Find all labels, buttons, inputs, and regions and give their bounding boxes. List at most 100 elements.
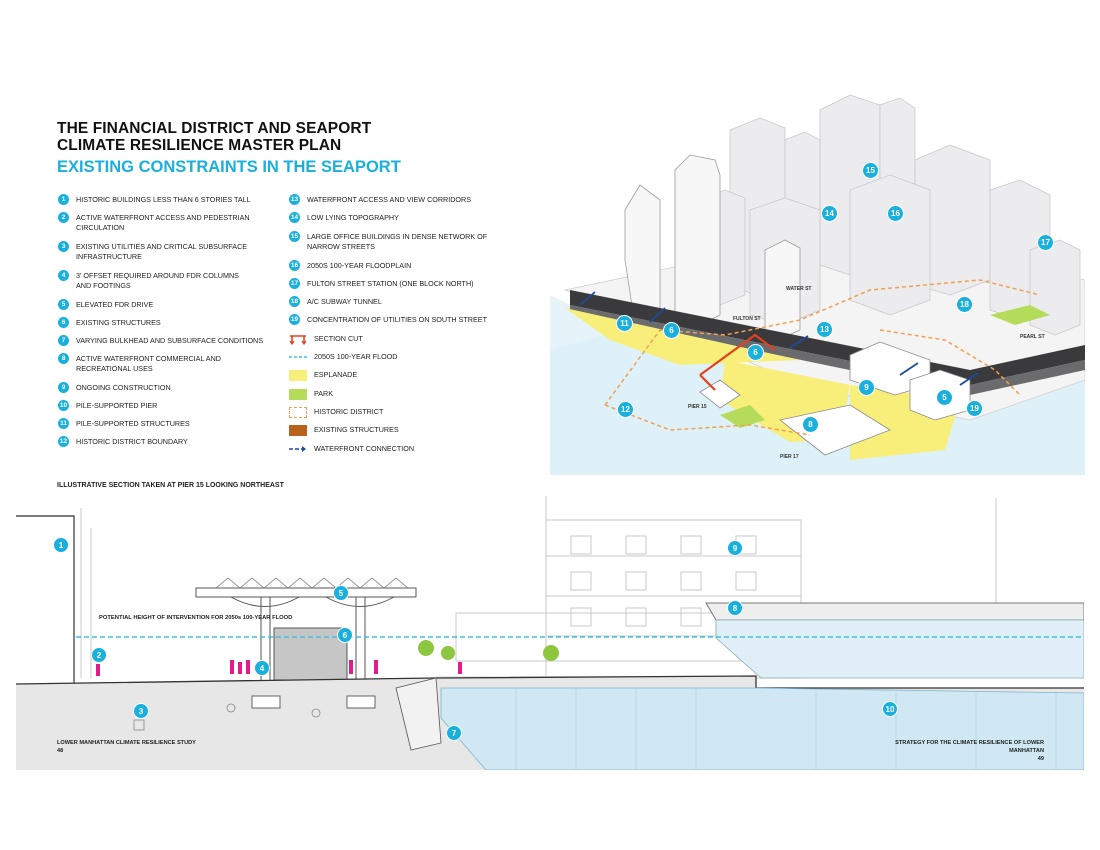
map-marker: 9 (858, 379, 875, 396)
section-marker: 10 (882, 701, 898, 717)
section-marker: 2 (91, 647, 107, 663)
footer-right: STRATEGY FOR THE CLIMATE RESILIENCE OF L… (870, 739, 1044, 763)
legend-section-cut: Section cut (289, 334, 499, 346)
section-marker: 8 (727, 600, 743, 616)
utility-box (133, 719, 145, 731)
title-line-1: THE FINANCIAL DISTRICT AND SEAPORT (57, 120, 372, 137)
legend-item: 19Concentration of utilities on South St… (289, 314, 487, 325)
legend-item: 15Large office buildings in dense networ… (289, 231, 488, 251)
section-marker: 7 (446, 725, 462, 741)
marker-icon: 6 (58, 317, 69, 328)
legend-esplanade: Esplanade (289, 370, 499, 381)
subtitle: EXISTING CONSTRAINTS IN THE SEAPORT (57, 158, 401, 176)
legend-item: 6Existing structures (58, 317, 268, 328)
legend-item: 9Ongoing construction (58, 382, 268, 393)
park (990, 305, 1050, 325)
swatch-icon (289, 425, 307, 436)
map-marker: 6 (747, 344, 764, 361)
map-marker: 6 (663, 322, 680, 339)
people (96, 660, 462, 676)
marker-icon: 7 (58, 335, 69, 346)
street-label: WATER ST (786, 286, 811, 292)
legend-item: 162050s 100-year floodplain (289, 260, 412, 271)
section-cut-icon (289, 334, 307, 346)
legend-item: 43' offset required around FDR columns a… (58, 270, 253, 291)
pier-17-building (705, 602, 1084, 679)
flood-label: POTENTIAL HEIGHT OF INTERVENTION FOR 205… (99, 615, 292, 621)
marker-icon: 13 (289, 194, 300, 205)
marker-icon: 11 (58, 418, 69, 429)
street-label: PEARL ST (1020, 334, 1045, 340)
street-label: PIER 15 (688, 404, 707, 410)
section-marker: 1 (53, 537, 69, 553)
title-line-2: CLIMATE RESILIENCE MASTER PLAN (57, 137, 342, 154)
legend-item: 12Historic district boundary (58, 436, 188, 447)
historic-boundary (604, 279, 1041, 406)
marker-icon: 8 (58, 353, 69, 364)
trees (418, 640, 559, 661)
marker-icon: 15 (289, 231, 300, 242)
legend-item: 10Pile-supported pier (58, 400, 158, 411)
marker-icon: 14 (289, 212, 300, 223)
map-marker: 15 (862, 162, 879, 179)
swatch-icon (289, 389, 307, 400)
legend-item: 2Active waterfront access and pedestrian… (58, 212, 253, 233)
legend-item: 17Fulton Street Station (one block north… (289, 278, 474, 289)
street-label: FULTON ST (733, 316, 761, 322)
legend-item: 11Pile-supported structures (58, 418, 268, 429)
illustrative-section: POTENTIAL HEIGHT OF INTERVENTION FOR 205… (16, 496, 1084, 770)
marker-icon: 4 (58, 270, 69, 281)
section-marker: 6 (337, 627, 353, 643)
map-marker: 19 (966, 400, 983, 417)
dashed-box-icon (289, 407, 307, 418)
bulkhead (395, 677, 442, 751)
marker-icon: 18 (289, 296, 300, 307)
legend-park: Park (289, 389, 499, 400)
footing (346, 695, 376, 709)
elevated-fdr (195, 577, 417, 688)
map-marker: 12 (617, 401, 634, 418)
marker-icon: 1 (58, 194, 69, 205)
marker-icon: 16 (289, 260, 300, 271)
street-label: PIER 17 (780, 454, 799, 460)
marker-icon: 2 (58, 212, 69, 223)
map-marker: 17 (1037, 234, 1054, 251)
map-marker: 14 (821, 205, 838, 222)
marker-icon: 19 (289, 314, 300, 325)
legend-item: 18A/C subway tunnel (289, 296, 382, 307)
pier-15 (699, 379, 741, 409)
map-marker: 18 (956, 296, 973, 313)
legend-item: 8Active waterfront commercial and recrea… (58, 353, 263, 374)
legend-item: 14Low lying topography (289, 212, 399, 223)
map-marker: 11 (616, 315, 633, 332)
map-marker: 5 (936, 389, 953, 406)
legend-item: 1Historic buildings less than 6 stories … (58, 194, 268, 205)
swatch-icon (289, 370, 307, 381)
section-marker: 4 (254, 660, 270, 676)
map-marker: 8 (802, 416, 819, 433)
marker-icon: 10 (58, 400, 69, 411)
legend-historic: Historic district (289, 407, 499, 418)
footer-left: LOWER MANHATTAN CLIMATE RESILIENCE STUDY… (57, 739, 196, 755)
map-marker: 13 (816, 321, 833, 338)
waterfront-connections (579, 291, 979, 386)
legend-waterfront: Waterfront connection (289, 444, 499, 455)
tall-towers (624, 154, 801, 339)
utility-pipe (226, 703, 236, 713)
legend-item: 7Varying bulkhead and subsurface conditi… (58, 335, 268, 346)
section-cut (699, 333, 776, 391)
marker-icon: 5 (58, 299, 69, 310)
dashed-line-icon (289, 352, 307, 363)
legend-item: 5Elevated FDR Drive (58, 299, 268, 310)
page-number-right: 49 (1037, 756, 1044, 762)
historic-building (16, 515, 75, 684)
section-marker: 5 (333, 585, 349, 601)
section-title: ILLUSTRATIVE SECTION TAKEN AT PIER 15 LO… (57, 482, 284, 489)
legend-flood-line: 2050s 100-year flood (289, 352, 499, 363)
section-marker: 9 (727, 540, 743, 556)
section-marker: 3 (133, 703, 149, 719)
footer-left-title: LOWER MANHATTAN CLIMATE RESILIENCE STUDY (57, 740, 196, 746)
water-under-pier (440, 687, 1084, 770)
footing (251, 695, 281, 709)
footer-right-title: STRATEGY FOR THE CLIMATE RESILIENCE OF L… (895, 740, 1044, 754)
